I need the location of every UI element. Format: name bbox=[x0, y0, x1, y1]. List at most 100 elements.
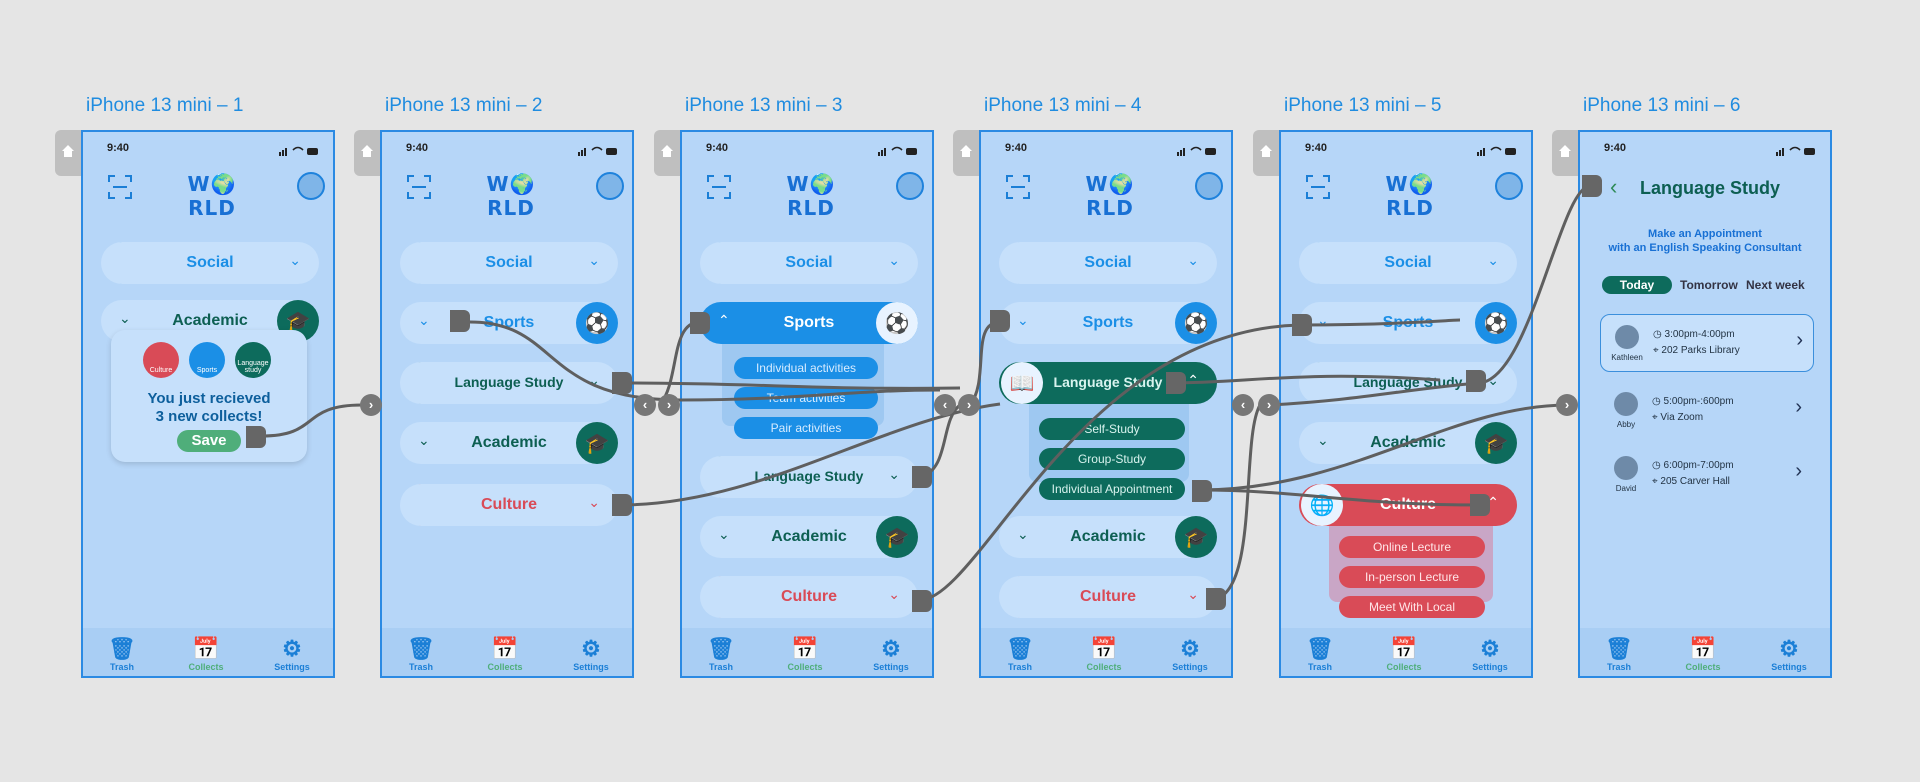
category-social[interactable]: Social ⌄ bbox=[999, 242, 1217, 284]
submenu-item[interactable]: Pair activities bbox=[734, 417, 878, 439]
flow-arrow-icon[interactable]: › bbox=[1556, 394, 1578, 416]
flow-arrow-icon[interactable]: › bbox=[1258, 394, 1280, 416]
frame-title-3: iPhone 13 mini – 3 bbox=[685, 95, 843, 116]
category-language[interactable]: Language Study ⌄ bbox=[400, 362, 618, 404]
gear-icon: ⚙ bbox=[1779, 636, 1799, 661]
flow-arrow-icon[interactable]: › bbox=[658, 394, 680, 416]
tab-collects[interactable]: 📅Collects bbox=[1678, 636, 1728, 672]
flow-arrow-icon[interactable]: ‹ bbox=[1232, 394, 1254, 416]
avatar[interactable] bbox=[896, 172, 924, 200]
category-language[interactable]: Language Study ⌄ bbox=[700, 456, 918, 498]
tab-trash[interactable]: 🗑Trash bbox=[396, 636, 446, 672]
phone-frame-1: 9:40 W🌍RLD ☕ Social ⌄ ⌄ Academic 🎓 Cultu… bbox=[81, 130, 335, 678]
save-button[interactable]: Save bbox=[177, 430, 241, 452]
appointment-slot[interactable]: Kathleen ◷ 3:00pm-4:00pm ⌖ 202 Parks Lib… bbox=[1600, 314, 1814, 372]
connection-handle[interactable] bbox=[450, 310, 470, 332]
connection-handle[interactable] bbox=[990, 310, 1010, 332]
scan-icon[interactable] bbox=[107, 174, 133, 200]
tab-settings[interactable]: ⚙Settings bbox=[1165, 636, 1215, 672]
home-icon[interactable] bbox=[953, 130, 979, 176]
chevron-down-icon: ⌄ bbox=[588, 372, 600, 388]
connection-handle[interactable] bbox=[1582, 175, 1602, 197]
category-social[interactable]: Social ⌄ bbox=[1299, 242, 1517, 284]
tab-settings[interactable]: ⚙Settings bbox=[566, 636, 616, 672]
tab-trash[interactable]: 🗑Trash bbox=[1295, 636, 1345, 672]
tab-collects[interactable]: 📅Collects bbox=[780, 636, 830, 672]
submenu-item[interactable]: Team activities bbox=[734, 387, 878, 409]
phone-frame-3: 9:40 W🌍RLD ☕ Social ⌄ ⌃ Sports ⚽ Individ… bbox=[680, 130, 934, 678]
connection-handle[interactable] bbox=[912, 466, 932, 488]
scan-icon[interactable] bbox=[406, 174, 432, 200]
connection-handle[interactable] bbox=[1466, 370, 1486, 392]
appointment-slot[interactable]: Abby ◷ 5:00pm-:600pm ⌖ Via Zoom › bbox=[1600, 382, 1812, 438]
category-culture[interactable]: Culture ⌄ bbox=[700, 576, 918, 618]
flow-arrow-icon[interactable]: › bbox=[958, 394, 980, 416]
category-label: Academic bbox=[471, 434, 547, 451]
day-tab-next-week[interactable]: Next week bbox=[1746, 278, 1805, 292]
slot-time: ◷ 3:00pm-4:00pm bbox=[1653, 329, 1735, 340]
connection-handle[interactable] bbox=[612, 494, 632, 516]
day-tab-today[interactable]: Today bbox=[1602, 276, 1672, 294]
tab-trash[interactable]: 🗑Trash bbox=[696, 636, 746, 672]
flow-arrow-icon[interactable]: › bbox=[360, 394, 382, 416]
connection-handle[interactable] bbox=[1192, 480, 1212, 502]
tab-settings[interactable]: ⚙Settings bbox=[267, 636, 317, 672]
slot-place: ⌖ Via Zoom bbox=[1652, 412, 1704, 423]
avatar[interactable] bbox=[297, 172, 325, 200]
tab-bar: 🗑Trash 📅Collects ⚙Settings bbox=[83, 628, 333, 676]
avatar[interactable] bbox=[596, 172, 624, 200]
tab-trash[interactable]: 🗑Trash bbox=[97, 636, 147, 672]
connection-handle[interactable] bbox=[1206, 588, 1226, 610]
consultant-name: Kathleen bbox=[1611, 353, 1643, 362]
scan-icon[interactable] bbox=[1005, 174, 1031, 200]
tab-collects[interactable]: 📅Collects bbox=[1079, 636, 1129, 672]
category-culture[interactable]: Culture ⌄ bbox=[999, 576, 1217, 618]
avatar[interactable] bbox=[1195, 172, 1223, 200]
status-time: 9:40 bbox=[406, 142, 429, 154]
scan-icon[interactable] bbox=[1305, 174, 1331, 200]
category-label: Culture bbox=[1080, 588, 1136, 605]
tab-label: Settings bbox=[873, 662, 909, 672]
avatar[interactable] bbox=[1495, 172, 1523, 200]
day-tab-tomorrow[interactable]: Tomorrow bbox=[1680, 278, 1738, 292]
submenu-item[interactable]: Online Lecture bbox=[1339, 536, 1485, 558]
flow-arrow-icon[interactable]: ‹ bbox=[934, 394, 956, 416]
submenu-item[interactable]: Self-Study bbox=[1039, 418, 1185, 440]
home-icon[interactable] bbox=[1552, 130, 1578, 176]
sports-ball-icon: ⚽ bbox=[1175, 302, 1217, 344]
connection-handle[interactable] bbox=[690, 312, 710, 334]
submenu-item[interactable]: Group-Study bbox=[1039, 448, 1185, 470]
category-social[interactable]: Social ⌄ bbox=[700, 242, 918, 284]
flow-arrow-icon[interactable]: ‹ bbox=[634, 394, 656, 416]
tab-settings[interactable]: ⚙Settings bbox=[1465, 636, 1515, 672]
submenu-item[interactable]: In-person Lecture bbox=[1339, 566, 1485, 588]
category-social[interactable]: Social ⌄ bbox=[400, 242, 618, 284]
home-icon[interactable] bbox=[1253, 130, 1279, 176]
scan-icon[interactable] bbox=[706, 174, 732, 200]
connection-handle[interactable] bbox=[612, 372, 632, 394]
connection-handle[interactable] bbox=[1166, 372, 1186, 394]
appointment-slot[interactable]: David ◷ 6:00pm-7:00pm ⌖ 205 Carver Hall … bbox=[1600, 446, 1812, 502]
connection-handle[interactable] bbox=[912, 590, 932, 612]
back-chevron-icon[interactable]: ‹ bbox=[1610, 174, 1618, 199]
tab-trash[interactable]: 🗑Trash bbox=[995, 636, 1045, 672]
submenu-item[interactable]: Meet With Local bbox=[1339, 596, 1485, 618]
home-icon[interactable] bbox=[55, 130, 81, 176]
category-culture[interactable]: Culture ⌄ bbox=[400, 484, 618, 526]
connection-handle[interactable] bbox=[246, 426, 266, 448]
tab-collects[interactable]: 📅Collects bbox=[181, 636, 231, 672]
tab-settings[interactable]: ⚙Settings bbox=[866, 636, 916, 672]
tab-collects[interactable]: 📅Collects bbox=[1379, 636, 1429, 672]
status-icons bbox=[578, 143, 618, 161]
submenu-item[interactable]: Individual Appointment bbox=[1039, 478, 1185, 500]
tab-trash[interactable]: 🗑Trash bbox=[1594, 636, 1644, 672]
connection-handle[interactable] bbox=[1292, 314, 1312, 336]
connection-handle[interactable] bbox=[1470, 494, 1490, 516]
tab-settings[interactable]: ⚙Settings bbox=[1764, 636, 1814, 672]
submenu-item[interactable]: Individual activities bbox=[734, 357, 878, 379]
home-icon[interactable] bbox=[654, 130, 680, 176]
appointment-subtitle-2: with an English Speaking Consultant bbox=[1608, 242, 1802, 254]
category-social[interactable]: Social ⌄ bbox=[101, 242, 319, 284]
tab-collects[interactable]: 📅Collects bbox=[480, 636, 530, 672]
home-icon[interactable] bbox=[354, 130, 380, 176]
